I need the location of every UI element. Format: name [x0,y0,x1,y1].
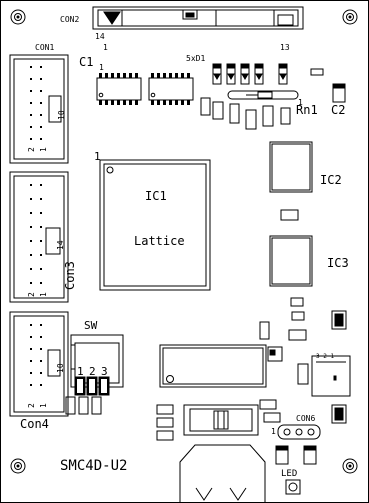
mounting-hole-top-right [342,9,358,25]
sw-pos3-label: 3 [101,365,108,378]
crystal-module [159,344,267,388]
con2-pin14-label: 14 [95,32,105,41]
smd-part-g [263,412,281,423]
con3-pin1-label: 1 [39,292,48,297]
ic2-label: IC2 [320,173,342,187]
rn1-label: Rn1 [296,103,318,117]
con2-header [92,6,304,30]
con4-label: Con4 [20,417,49,431]
diode-pin13-label: 13 [280,43,290,52]
dip-pin1-label: 1 [99,63,104,72]
con4-pins [30,324,42,386]
ic2-chip [269,141,313,221]
sw-pos1-label: 1 [77,365,84,378]
con3-pins [30,184,42,284]
con1-pin2-label: 2 [27,147,36,152]
dip-chip-1-pins [99,73,138,105]
c1-label: C1 [79,55,94,69]
smd-part-f [259,399,277,410]
dip-chip-1 [96,77,142,101]
ic1-lattice-chip [99,159,211,291]
led-caps [275,445,317,465]
led-label: LED [281,469,298,479]
sw-pos2-label: 2 [89,365,96,378]
con3-pin2-label: 2 [27,292,36,297]
diode-array-label: 5xD1 [186,54,206,63]
c2-label: C2 [331,103,346,117]
fuse-holder [183,404,259,436]
con1-label: CON1 [35,43,55,52]
smd-part-e [297,363,309,385]
con6-header [277,424,321,440]
dip-chip-2-pins [151,73,190,105]
smd-part-d [288,329,307,341]
ic1-pin1-label: 1 [94,150,101,163]
dip-chip-2 [148,77,194,101]
ic3-label: IC3 [327,256,349,270]
smd-part-a [290,297,304,307]
smd-stack-left [156,404,174,441]
con2-pin1-label: 1 [103,43,108,52]
usb-connector [179,444,266,503]
smd-part-b [291,311,305,321]
mounting-hole-bottom-left [10,458,26,474]
ic1-label: IC1 [145,189,167,203]
board-title: SMC4D-U2 [60,458,128,474]
rn1-resistor-network [227,90,299,100]
con3-header [9,171,69,303]
con1-header [9,54,69,164]
con6-label: CON6 [296,414,316,423]
con1-pins [30,66,42,140]
sw-switch [70,334,124,396]
con6-pin1-label: 1 [271,427,276,436]
con4-pins-label: 10 [56,363,65,373]
con3-pins-label: 14 [56,240,65,250]
resistor-small-top [310,68,324,76]
mounting-hole-top-left [10,9,26,25]
c2-capacitor [332,83,346,103]
voltage-regulator [311,355,351,397]
con1-pins-label: 10 [57,110,66,120]
con2-label: CON2 [60,15,80,24]
con4-pin1-label: 1 [39,403,48,408]
regulator-pins-label: 3 2 1 [316,353,335,360]
con4-header [9,311,69,417]
square-part [267,346,283,362]
ic3-chip [269,235,313,287]
con1-pin1-label: 1 [39,147,48,152]
sw-smd-row [65,396,102,415]
mounting-hole-bottom-right [342,458,358,474]
led-component [285,479,301,495]
con4-pin2-label: 2 [27,403,36,408]
lattice-label: Lattice [134,234,185,248]
electrolytic-cap-2 [331,404,347,424]
con3-label: Con3 [63,261,77,290]
sw-label: SW [84,319,98,332]
electrolytic-cap-1 [331,310,347,330]
smd-part-c [259,321,270,340]
smd-components-row [200,97,291,130]
diode-array [212,63,288,85]
rn1-pin1-label: 1 [298,98,303,107]
